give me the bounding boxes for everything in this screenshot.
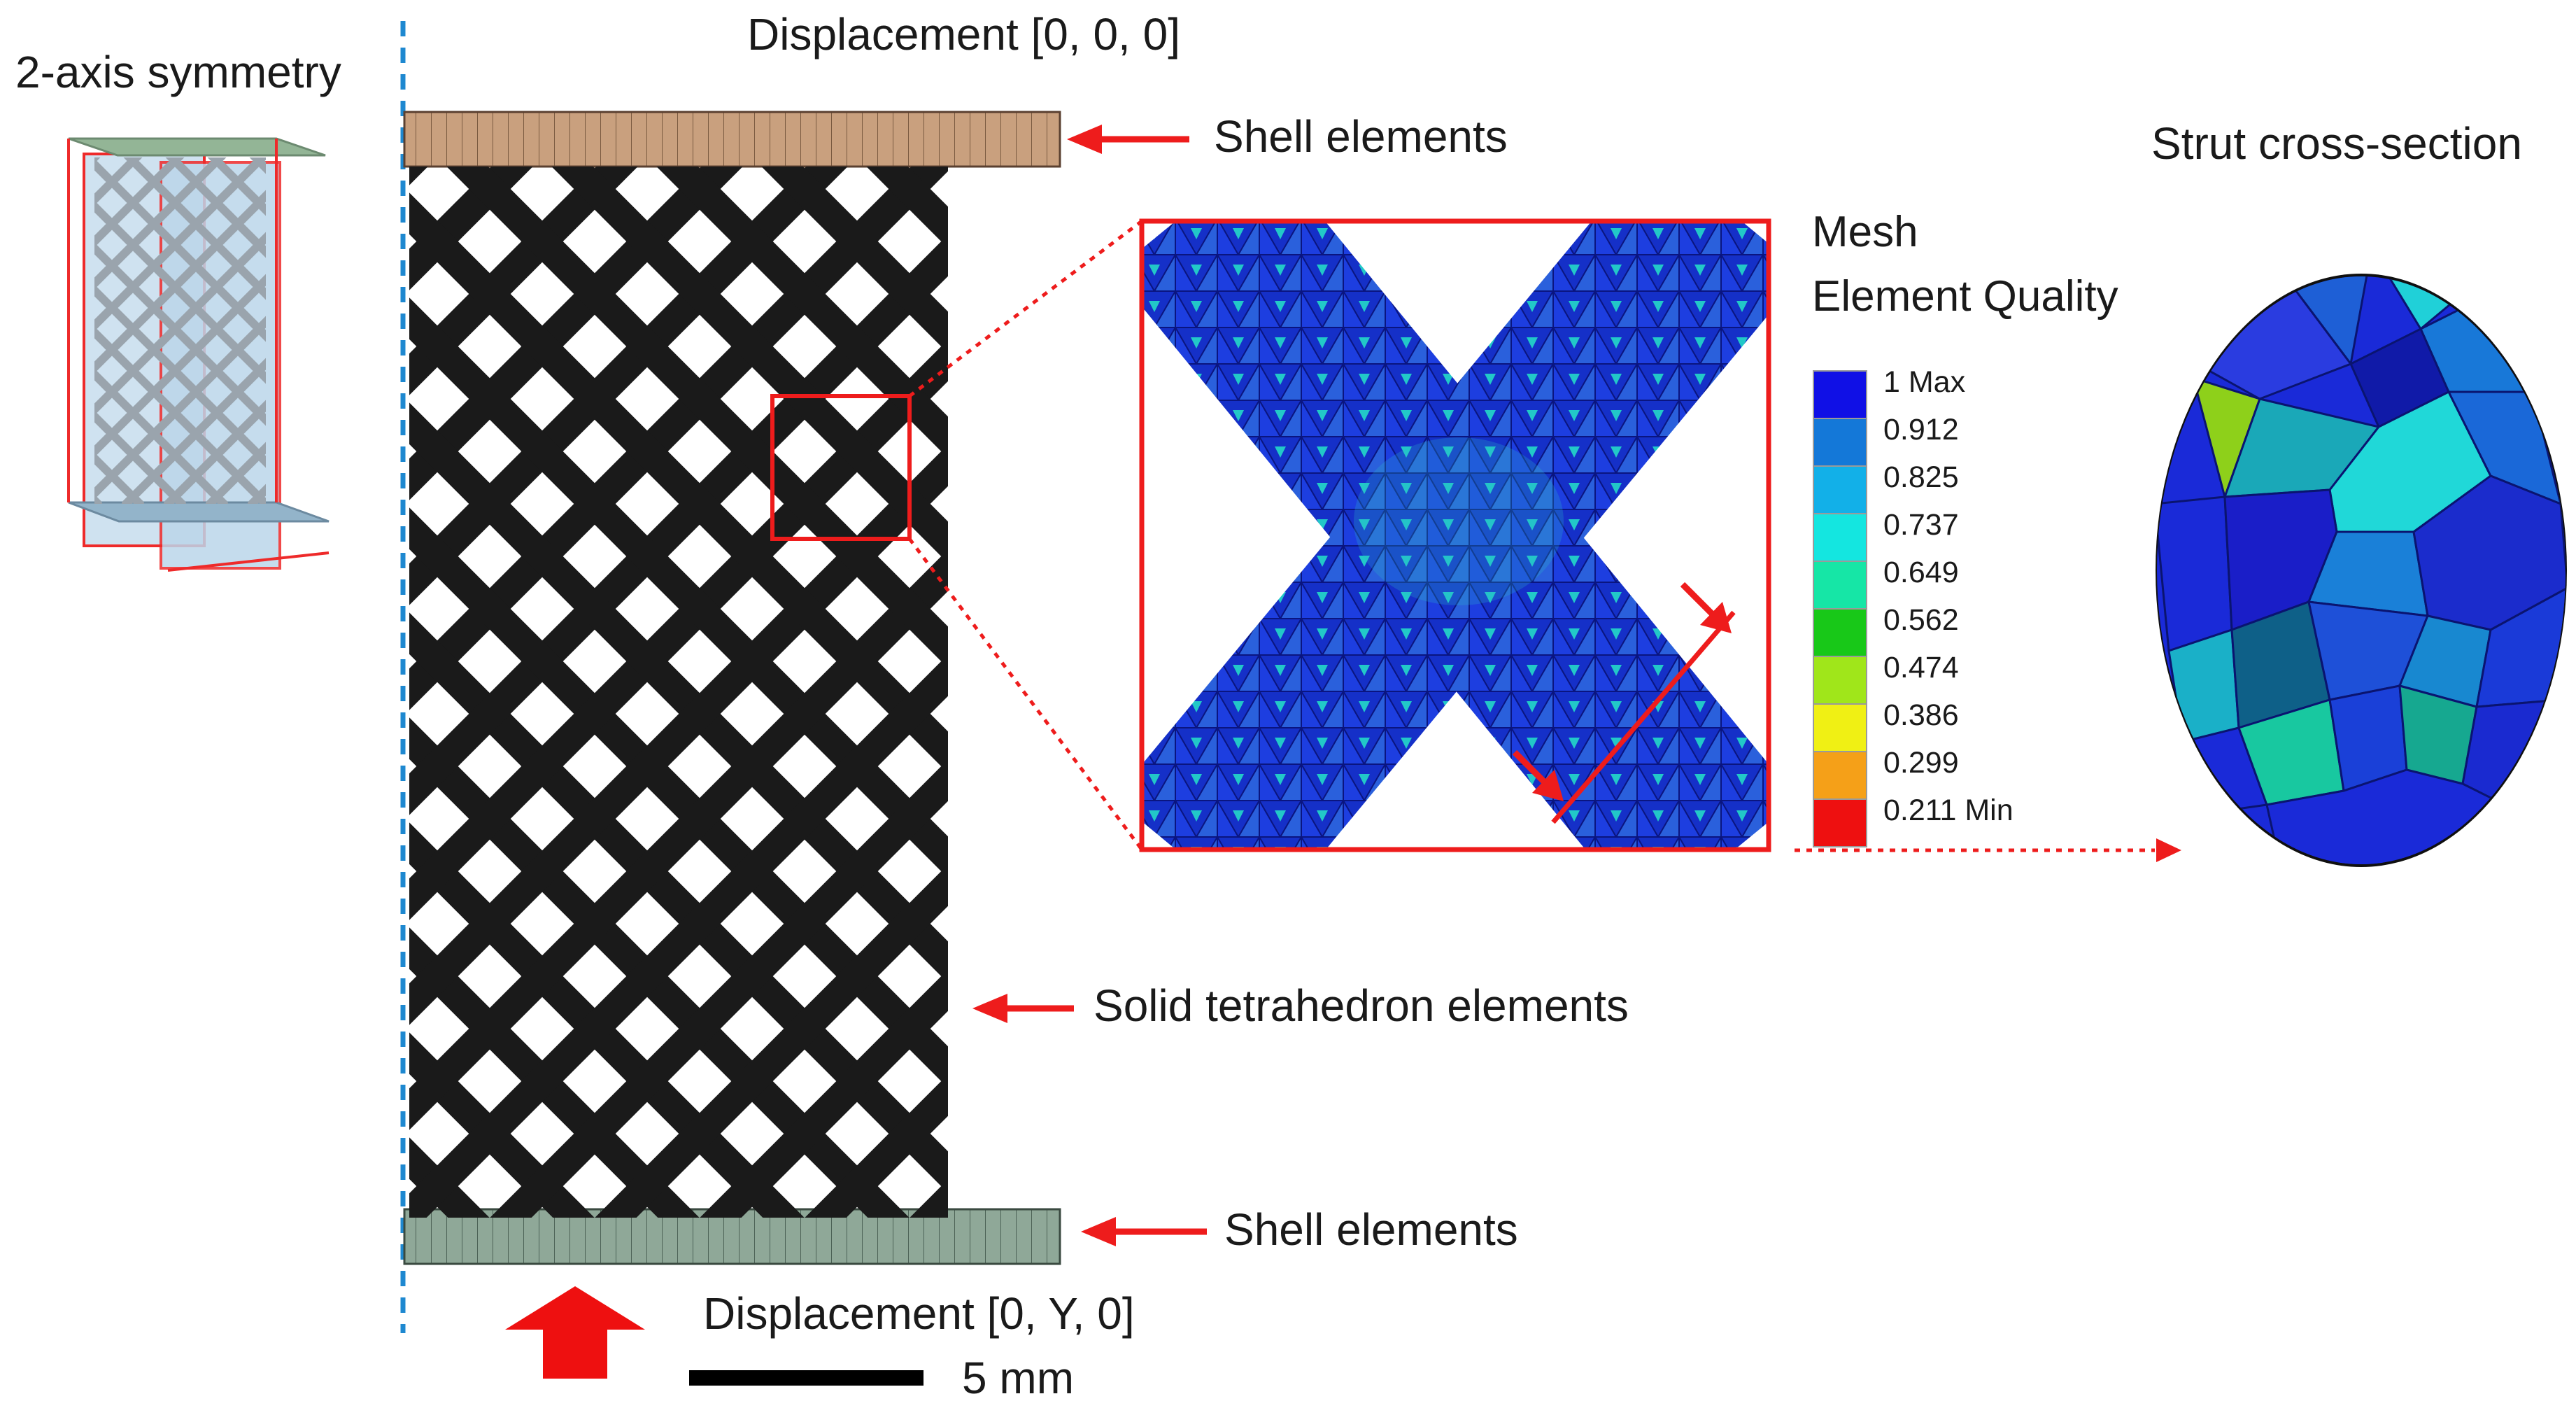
zoom-connector-bottom xyxy=(907,537,1144,851)
lattice-structure xyxy=(409,167,948,1218)
legend-swatch-5 xyxy=(1813,608,1867,657)
zoom-region-box xyxy=(770,394,912,541)
shell-bottom-label: Shell elements xyxy=(1224,1204,1518,1255)
lattice-3d-thumbnail xyxy=(67,137,330,572)
bottom-displacement-label: Displacement [0, Y, 0] xyxy=(703,1288,1135,1339)
section-arrow-upper xyxy=(1680,582,1732,633)
shell-top-label: Shell elements xyxy=(1214,111,1508,162)
legend-swatch-3 xyxy=(1813,513,1867,562)
cross-section-arrowhead xyxy=(2156,838,2181,862)
legend-entry-label: 1 Max xyxy=(1883,365,1966,399)
zoomed-mesh-view xyxy=(1139,218,1771,852)
legend-entry-label: 0.299 xyxy=(1883,746,1959,780)
scale-bar xyxy=(689,1370,923,1386)
load-direction-arrow xyxy=(505,1286,645,1379)
shell-bottom-arrow xyxy=(1081,1217,1207,1246)
bottom-shell-elements xyxy=(403,1208,1061,1265)
strut-cross-section xyxy=(2156,274,2567,867)
legend-title-line1: Mesh xyxy=(1812,208,1918,256)
section-arrow-lower xyxy=(1512,749,1564,801)
section-cut-line xyxy=(1551,610,1736,824)
scale-label: 5 mm xyxy=(962,1353,1074,1403)
legend-swatch-4 xyxy=(1813,561,1867,610)
top-displacement-label: Displacement [0, 0, 0] xyxy=(747,9,1180,59)
legend-entry-label: 0.562 xyxy=(1883,603,1959,637)
legend-title-line2: Element Quality xyxy=(1812,272,2118,321)
legend-entry-label: 0.386 xyxy=(1883,698,1959,732)
solid-arrow xyxy=(972,994,1074,1023)
legend-swatch-8 xyxy=(1813,751,1867,800)
legend-entry-label: 0.825 xyxy=(1883,460,1959,494)
legend-swatch-6 xyxy=(1813,656,1867,705)
legend-entry-label: 0.474 xyxy=(1883,651,1959,684)
legend-entry-label: 0.649 xyxy=(1883,556,1959,589)
cross-section-label: Strut cross-section xyxy=(2151,118,2522,169)
legend-entry-label: 0.737 xyxy=(1883,508,1959,542)
zoom-connector-top xyxy=(908,220,1143,397)
shell-top-arrow xyxy=(1067,125,1189,154)
symmetry-label: 2-axis symmetry xyxy=(15,47,341,97)
legend-swatch-0 xyxy=(1813,370,1867,419)
legend-color-bar xyxy=(1813,370,1867,847)
solid-label: Solid tetrahedron elements xyxy=(1094,980,1629,1031)
top-shell-elements xyxy=(403,111,1061,168)
legend-swatch-7 xyxy=(1813,703,1867,752)
legend-entry-label: 0.211 Min xyxy=(1883,794,2014,827)
legend-swatch-2 xyxy=(1813,465,1867,514)
legend-swatch-1 xyxy=(1813,418,1867,467)
legend-swatch-9 xyxy=(1813,798,1867,847)
legend-entry-label: 0.912 xyxy=(1883,413,1959,446)
